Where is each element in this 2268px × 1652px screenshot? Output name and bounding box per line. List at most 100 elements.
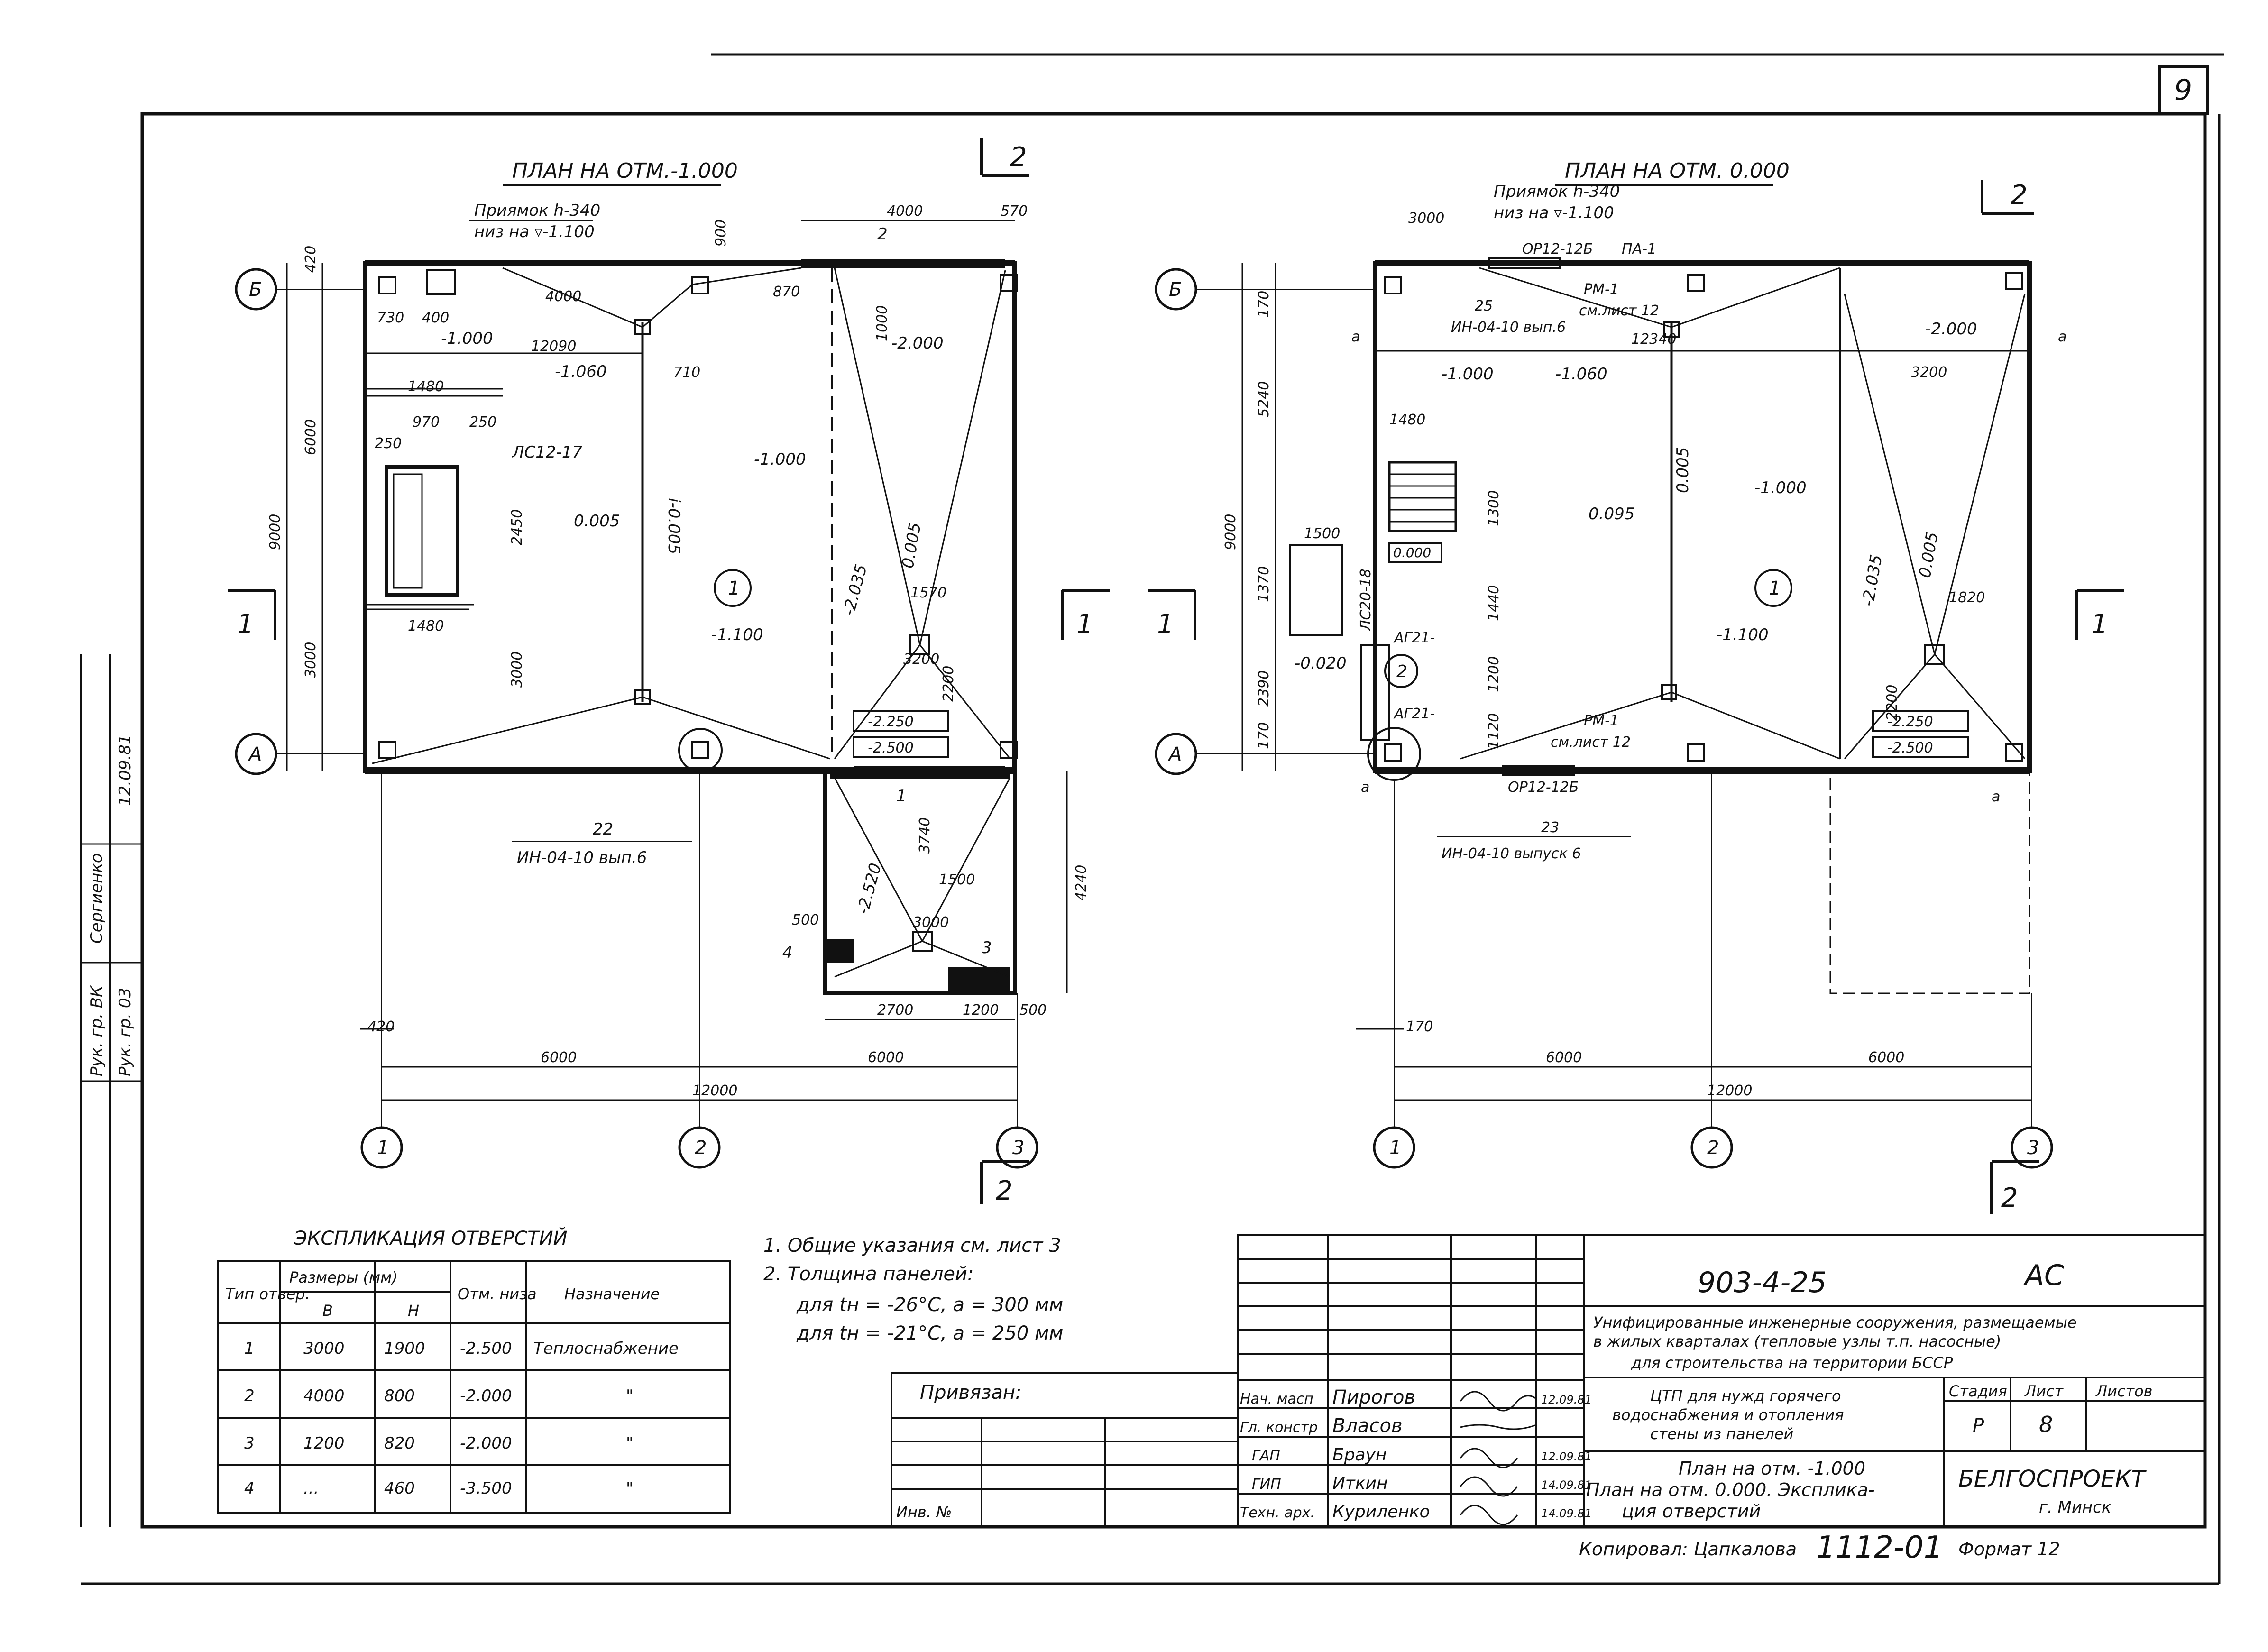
svg-text:i-0.005: i-0.005	[664, 498, 683, 554]
svg-text:250: 250	[375, 435, 402, 452]
svg-text:-2.000: -2.000	[891, 334, 944, 353]
title-block: 903-4-25 АС Унифицированные инженерные с…	[891, 1234, 2206, 1565]
table-row: 3 1200 820 -2.000 "	[244, 1434, 634, 1453]
svg-text:водоснабжения и отопления: водоснабжения и отопления	[1612, 1406, 1844, 1424]
svg-text:стены из панелей: стены из панелей	[1650, 1425, 1793, 1443]
svg-text:Размеры (мм): Размеры (мм)	[289, 1268, 398, 1286]
svg-text:2: 2	[2011, 180, 2028, 211]
project-code: 903-4-25	[1698, 1266, 1827, 1299]
svg-text:-3.500: -3.500	[460, 1479, 512, 1498]
svg-text:730: 730	[377, 310, 404, 326]
svg-text:6000: 6000	[868, 1049, 904, 1066]
svg-text:a: a	[1361, 779, 1369, 796]
svg-text:2450: 2450	[509, 509, 525, 545]
svg-text:1: 1	[1076, 609, 1093, 640]
svg-text:0.005: 0.005	[1915, 531, 1942, 579]
svg-text:2: 2	[695, 1137, 707, 1159]
svg-text:12.09.81: 12.09.81	[116, 734, 135, 806]
drawing-mark: АС	[2023, 1259, 2064, 1292]
svg-text:3000: 3000	[303, 642, 319, 678]
dimension-labels-right: 6000 6000 12000 9000 5240 1370 2390 170 …	[1222, 210, 1985, 1099]
svg-text:Отм. низа: Отм. низа	[458, 1285, 537, 1303]
svg-text:1: 1	[896, 787, 907, 806]
svg-text:0.005: 0.005	[1673, 447, 1692, 493]
svg-text:870: 870	[773, 284, 800, 300]
svg-text:Инв. №: Инв. №	[896, 1503, 952, 1521]
svg-text:-2.035: -2.035	[839, 562, 871, 617]
svg-text:План на отм. -1.000: План на отм. -1.000	[1679, 1458, 1865, 1479]
svg-text:500: 500	[1019, 1002, 1047, 1019]
svg-text:для tн = -21°С, а = 250 мм: для tн = -21°С, а = 250 мм	[796, 1322, 1063, 1344]
svg-text:-2.500: -2.500	[1887, 740, 1933, 756]
svg-text:800: 800	[384, 1386, 415, 1405]
svg-text:0.095: 0.095	[1589, 505, 1634, 523]
svg-text:12000: 12000	[692, 1083, 737, 1099]
side-stamp: Рук. гр. ВК Рук. гр. 03 Сергиенко 12.09.…	[87, 734, 135, 1076]
svg-text:4000: 4000	[887, 203, 923, 220]
svg-text:ЦТП для нужд горячего: ЦТП для нужд горячего	[1650, 1387, 1841, 1405]
svg-text:г. Минск: г. Минск	[2039, 1498, 2112, 1517]
svg-text:12.09.81: 12.09.81	[1541, 1450, 1592, 1463]
table-row: 4 ... 460 -3.500 "	[244, 1479, 634, 1498]
svg-text:970: 970	[413, 414, 440, 431]
svg-text:4: 4	[782, 943, 793, 962]
svg-text:РМ-1: РМ-1	[1584, 281, 1619, 298]
svg-text:2390: 2390	[1256, 670, 1272, 707]
svg-text:4240: 4240	[1073, 865, 1090, 901]
svg-text:ПА-1: ПА-1	[1622, 241, 1656, 257]
svg-text:12340: 12340	[1631, 331, 1676, 348]
svg-text:2: 2	[2001, 1183, 2018, 1213]
table-row: 2 4000 800 -2.000 "	[244, 1386, 634, 1405]
svg-text:1480: 1480	[408, 378, 444, 395]
table-row: 1 3000 1900 -2.500 Теплоснабжение	[244, 1339, 679, 1358]
svg-text:4000: 4000	[545, 288, 581, 305]
svg-text:3: 3	[2027, 1137, 2039, 1159]
svg-text:570: 570	[1001, 203, 1028, 220]
svg-text:ция отверстий: ция отверстий	[1622, 1501, 1761, 1522]
svg-text:-1.000: -1.000	[754, 450, 806, 469]
svg-text:a: a	[2058, 329, 2066, 345]
svg-text:РМ-1: РМ-1	[1584, 713, 1619, 729]
svg-text:12000: 12000	[1707, 1083, 1752, 1099]
svg-text:5240: 5240	[1256, 381, 1272, 417]
svg-text:0.000: 0.000	[1393, 545, 1431, 560]
svg-text:250: 250	[469, 414, 496, 431]
svg-text:1500: 1500	[1304, 525, 1340, 542]
svg-text:9000: 9000	[267, 514, 284, 550]
svg-text:170: 170	[1256, 291, 1272, 318]
plan-right: ПЛАН НА ОТМ. 0.000 0.000	[1148, 159, 2124, 1214]
svg-text:В: В	[322, 1302, 333, 1320]
svg-text:Сергиенко: Сергиенко	[87, 853, 106, 944]
svg-text:-1.100: -1.100	[711, 625, 763, 644]
svg-text:-0.020: -0.020	[1295, 654, 1347, 673]
svg-text:Б: Б	[249, 279, 262, 301]
room-number: 1	[728, 578, 740, 599]
svg-text:Копировал: Цапкалова: Копировал: Цапкалова	[1579, 1539, 1797, 1560]
svg-text:14.09.81: 14.09.81	[1541, 1478, 1592, 1492]
svg-text:1: 1	[377, 1137, 389, 1159]
svg-text:1: 1	[237, 609, 254, 640]
svg-text:900: 900	[713, 220, 729, 247]
svg-text:Нач. масп: Нач. масп	[1240, 1391, 1313, 1407]
svg-text:3000: 3000	[1408, 210, 1444, 227]
svg-text:3200: 3200	[1911, 364, 1947, 381]
svg-text:-1.060: -1.060	[1555, 365, 1607, 384]
dimension-labels-left: 6000 6000 12000 9000 6000 3000 4000 570 …	[267, 203, 1090, 1099]
svg-text:8: 8	[2039, 1412, 2053, 1437]
svg-text:ОР12-12Б: ОР12-12Б	[1508, 779, 1579, 796]
svg-text:2700: 2700	[877, 1002, 913, 1019]
svg-text:1200: 1200	[1486, 656, 1502, 692]
svg-text:Тип отвер.: Тип отвер.	[225, 1285, 310, 1303]
svg-text:Унифицированные инженерные соо: Унифицированные инженерные сооружения, р…	[1593, 1313, 2077, 1331]
svg-text:Р: Р	[1973, 1415, 1984, 1437]
svg-text:в жилых кварталах (тепловые уз: в жилых кварталах (тепловые узлы т.п. на…	[1593, 1332, 2001, 1350]
plan-left-title: ПЛАН НА ОТМ.-1.000	[512, 159, 738, 183]
svg-text:-2.500: -2.500	[868, 740, 914, 756]
svg-text:1. Общие указания см. лист 3: 1. Общие указания см. лист 3	[763, 1235, 1061, 1257]
svg-text:Стадия: Стадия	[1949, 1382, 2007, 1400]
callouts-left: 22 ИН-04-10 вып.6 2 1 4 3	[512, 225, 992, 962]
svg-text:170: 170	[1256, 722, 1272, 749]
svg-text:Приямок h-340: Приямок h-340	[474, 201, 600, 220]
svg-text:2200: 2200	[1884, 685, 1901, 721]
